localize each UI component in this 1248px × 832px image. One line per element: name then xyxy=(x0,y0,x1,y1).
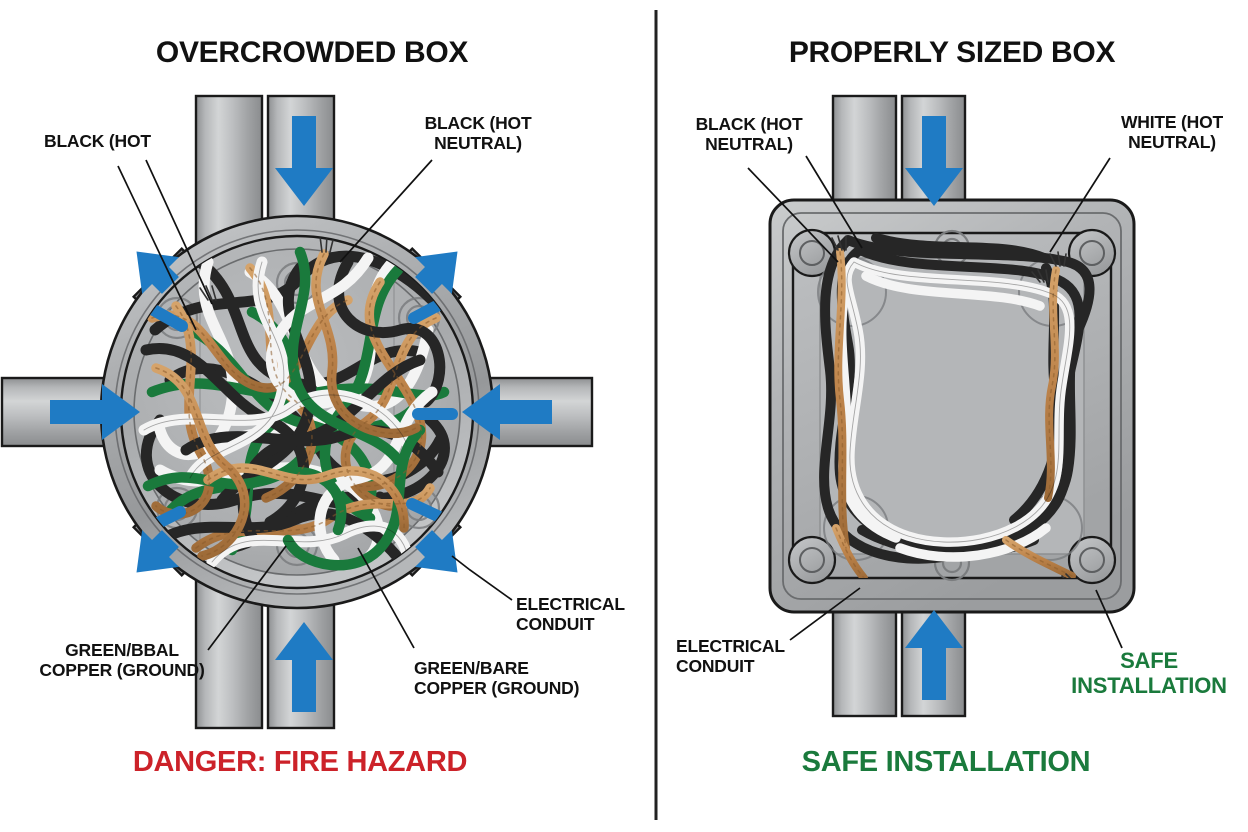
label-black-hot-neutral-right: BLACK (HOT NEUTRAL) xyxy=(695,114,803,154)
arrow-right-left xyxy=(50,384,140,440)
arrow-up-left-diag xyxy=(136,530,179,573)
label-electrical-conduit-left: ELECTRICAL CONDUIT xyxy=(516,594,625,634)
r-leader-black-b xyxy=(805,155,863,249)
arrow-up-right-diag xyxy=(415,530,458,573)
label-safe-installation-callout: SAFE INSTALLATION xyxy=(1071,648,1227,698)
leader-electrical-conduit xyxy=(451,555,513,601)
rect-box-lip xyxy=(782,212,1122,600)
corner-boss-tl xyxy=(787,228,837,278)
r-leader-safe xyxy=(1095,589,1123,649)
r-copper-braid-texture xyxy=(835,251,1073,578)
label-green-bare-ground: GREEN/BARE COPPER (GROUND) xyxy=(414,658,580,698)
leader-black-hot-b xyxy=(145,159,213,305)
left-panel-title: OVERCROWDED BOX xyxy=(155,36,469,69)
properly-sized-box-assembly xyxy=(747,94,1136,718)
r-arrow-up xyxy=(905,610,963,700)
corner-boss-br xyxy=(1067,535,1117,585)
tangled-wire-bundle xyxy=(138,236,458,572)
arrow-down-right-diag xyxy=(415,251,458,294)
r-leader-white xyxy=(1049,157,1111,253)
r-leader-black-a xyxy=(747,167,839,263)
label-electrical-conduit-right: ELECTRICAL CONDUIT xyxy=(676,636,785,676)
stripped-wire-ends xyxy=(199,236,335,301)
overcrowded-box-assembly xyxy=(0,94,594,730)
wire-nut-upper-left xyxy=(144,302,188,332)
corner-boss-bl xyxy=(787,535,837,585)
label-black-hot-left: BLACK (HOT xyxy=(44,131,151,151)
arrow-up-bottom xyxy=(275,622,333,712)
wire-outlines xyxy=(143,261,409,567)
leader-black-hot-a xyxy=(117,165,197,331)
arrow-down-top xyxy=(275,116,333,206)
arrow-group-right xyxy=(905,116,963,700)
r-wire-outlines xyxy=(846,261,1071,543)
label-green-bbal-ground: GREEN/BBAL COPPER (GROUND) xyxy=(39,640,205,680)
arrow-group-left xyxy=(50,116,552,712)
r-leader-conduit xyxy=(789,587,861,641)
right-panel-caption: SAFE INSTALLATION xyxy=(801,746,1091,778)
leader-green-bbal xyxy=(207,545,287,651)
arrow-down-left-diag xyxy=(136,251,179,294)
wires-green-front xyxy=(142,246,426,571)
leader-lines-left xyxy=(117,159,513,651)
leader-green-bare xyxy=(357,547,415,649)
r-stripped-ends xyxy=(831,235,1075,578)
leader-black-hot-neutral xyxy=(339,159,433,263)
corner-boss-group xyxy=(787,228,1117,585)
label-white-hot-neutral: WHITE (HOT NEUTRAL) xyxy=(1120,112,1223,152)
arrow-left-right xyxy=(462,384,552,440)
right-panel-title: PROPERLY SIZED BOX xyxy=(788,36,1116,69)
leader-lines-right xyxy=(747,155,1123,649)
label-black-hot-neutral-left: BLACK (HOT NEUTRAL) xyxy=(424,113,532,153)
left-panel-caption: DANGER: FIRE HAZARD xyxy=(132,746,468,778)
neat-wire-bundle xyxy=(819,233,1095,578)
r-arrow-down xyxy=(905,116,963,206)
